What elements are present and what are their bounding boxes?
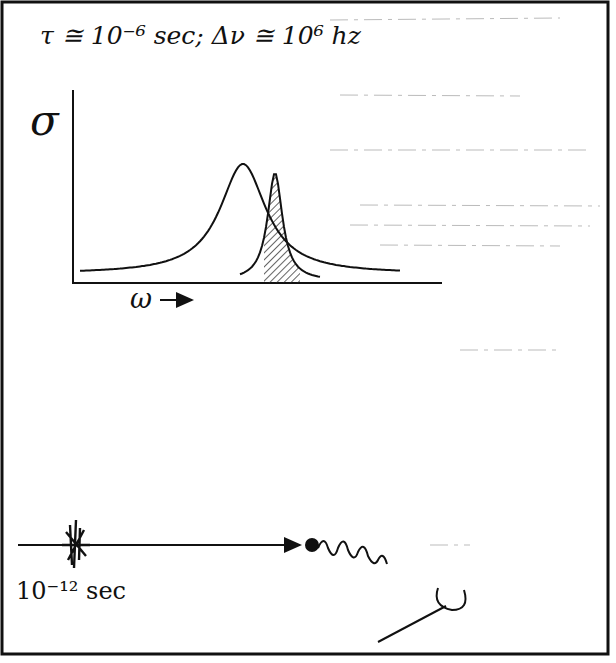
- pulse-duration: 10⁻¹² sec: [16, 578, 126, 604]
- axis-label: ω: [130, 284, 152, 314]
- faint-lines: [330, 18, 600, 545]
- hatched-line: [264, 174, 300, 283]
- axis-arrow: [160, 299, 192, 301]
- axis-label: σ: [30, 98, 59, 144]
- frame: [2, 2, 608, 654]
- narrow-line: [240, 174, 320, 276]
- linewidth-note: τ ≅ 10⁻⁶ sec; Δν ≅ 10⁶ hz: [40, 22, 361, 50]
- axes: [72, 90, 442, 283]
- broad-resonance: [80, 164, 400, 271]
